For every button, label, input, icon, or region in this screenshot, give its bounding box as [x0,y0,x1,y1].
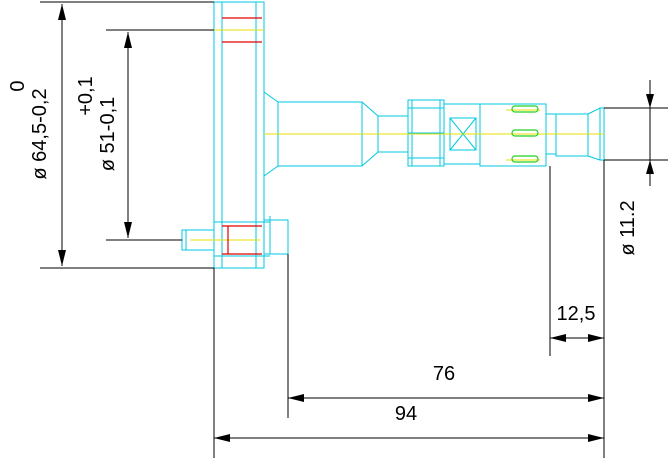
tip-length-label: 12,5 [557,303,596,325]
dimension-lines [40,1,668,458]
length-76-label: 76 [433,363,455,385]
slot-top [511,105,539,113]
flange-diameter-label: ø 64,5-0,2 [29,88,51,179]
bolt-circle-label: ø 51-0,1 [97,97,119,172]
length-94-label: 94 [395,403,417,425]
centerlines [190,29,604,241]
screw-head [263,219,289,255]
threads [222,17,262,255]
slot-mid [511,129,539,137]
bolt-circle-tol-upper: +0,1 [75,76,97,115]
slot-bottom [511,155,539,163]
tip-stem [555,113,589,157]
flange-body [213,1,265,269]
tip-diameter-label: ø 11.2 [617,200,639,255]
flange-diameter-tol-upper: 0 [7,80,29,91]
slots [511,105,539,163]
dimension-labels: ø 64,5-0,2 0 ø 51-0,1 +0,1 ø 11.2 12,5 7… [7,76,639,425]
